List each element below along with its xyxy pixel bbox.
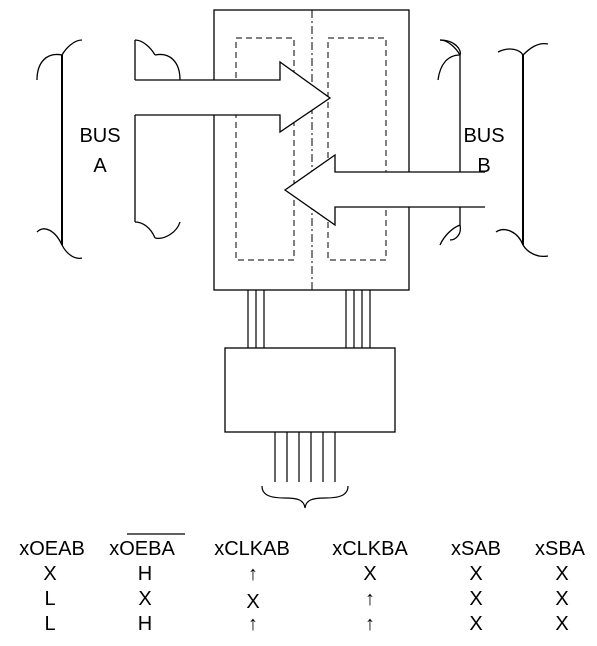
bus-a-label-line2: A	[93, 155, 107, 177]
control-input-lines	[274, 432, 336, 482]
header-xsba: xSBA	[535, 538, 586, 560]
function-table-row-2: L X X ↑ X X	[44, 588, 568, 613]
inputs-curly-brace	[261, 485, 349, 509]
bus-a-label-line1: BUS	[79, 125, 120, 147]
bus-b-label-line1: BUS	[463, 125, 504, 147]
arrow-a-to-b	[135, 60, 332, 134]
cell: ↑	[365, 613, 375, 635]
header-xoeab: xOEAB	[19, 538, 85, 560]
header-xclkba: xCLKBA	[332, 538, 408, 560]
register-b-dashed	[327, 37, 387, 261]
control-lines-left	[247, 290, 265, 348]
bus-a-bracket	[36, 39, 181, 259]
header-xoeba: xOEBA	[109, 538, 175, 560]
cell: X	[363, 563, 376, 585]
header-xsab: xSAB	[451, 538, 501, 560]
cell: H	[138, 563, 152, 585]
function-table-row-3: L H ↑ ↑ X X	[44, 613, 568, 635]
cell: ↑	[365, 588, 375, 610]
cell: H	[138, 613, 152, 635]
cell: X	[469, 613, 482, 635]
arrow-b-to-a	[283, 153, 485, 227]
header-xclkab: xCLKAB	[214, 538, 290, 560]
cell: X	[246, 591, 259, 613]
function-table-header: xOEAB xOEBA xCLKAB xCLKBA xSAB xSBA	[19, 533, 586, 560]
cell: ↑	[248, 563, 258, 585]
cell: X	[43, 563, 56, 585]
cell: X	[469, 588, 482, 610]
cell: ↑	[248, 613, 258, 635]
bus-b-label-line2: B	[477, 155, 490, 177]
cell: X	[555, 613, 568, 635]
control-logic-block	[224, 347, 396, 433]
bus-b-bracket	[437, 39, 549, 258]
cell: L	[44, 588, 55, 610]
cell: X	[469, 563, 482, 585]
cell: L	[44, 613, 55, 635]
function-table-row-1: X H ↑ X X X	[43, 563, 568, 585]
control-lines-right	[345, 290, 371, 348]
cell: X	[555, 588, 568, 610]
cell: X	[138, 588, 151, 610]
cell: X	[555, 563, 568, 585]
